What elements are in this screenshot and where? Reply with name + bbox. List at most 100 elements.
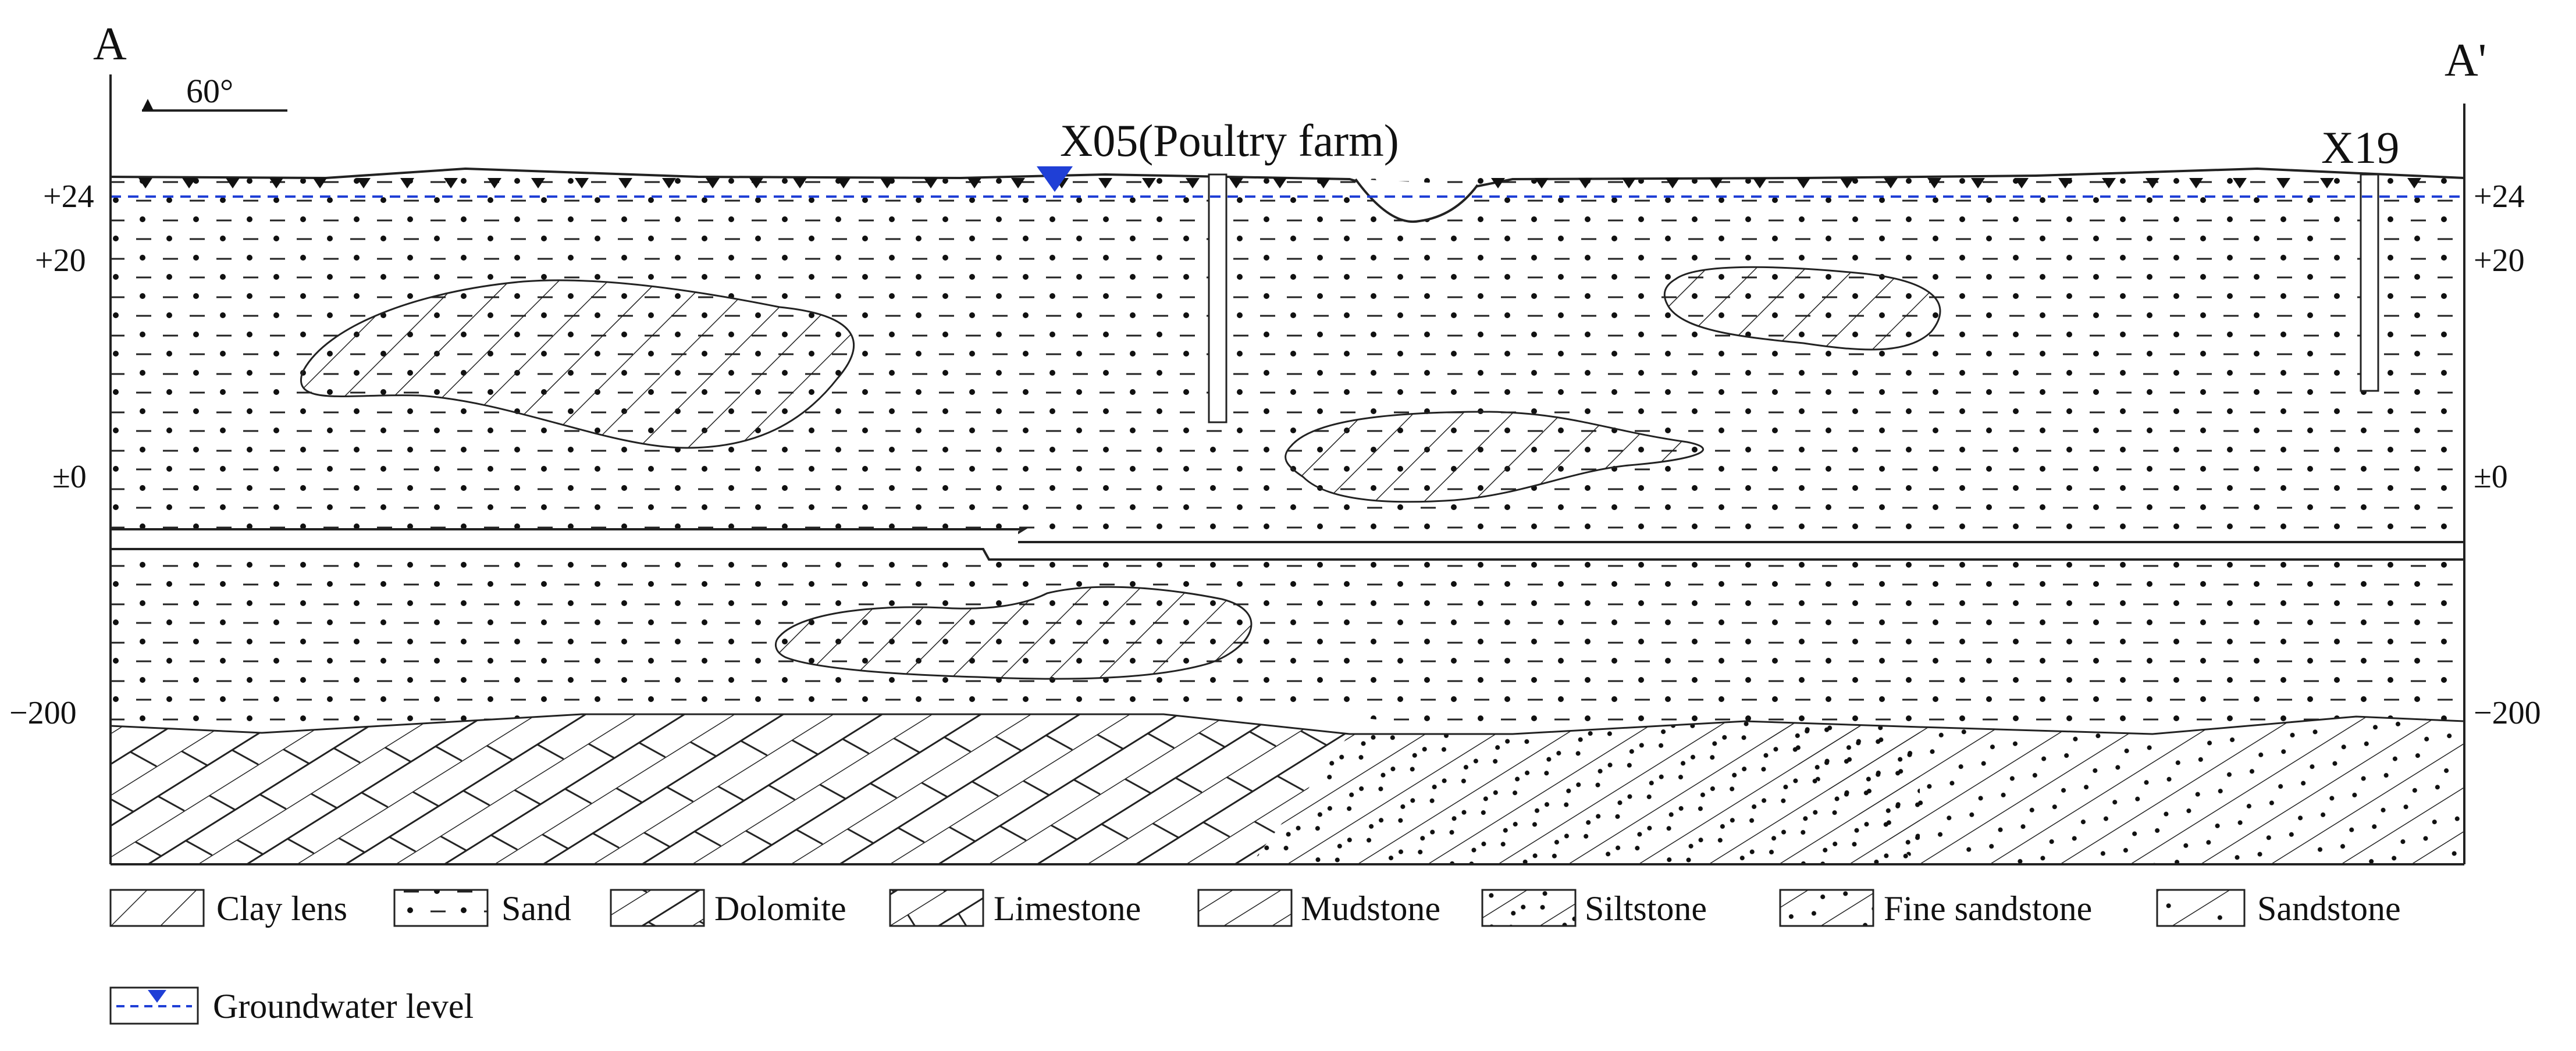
dip-label: 60° bbox=[186, 72, 233, 110]
surface-tick bbox=[967, 178, 981, 188]
aquitard-lower-line bbox=[111, 548, 2464, 561]
surface-tick bbox=[1927, 178, 1941, 188]
surface-tick bbox=[488, 178, 501, 188]
surface-tick bbox=[662, 178, 676, 188]
surface-tick bbox=[837, 178, 851, 188]
clay-lens bbox=[300, 279, 855, 449]
surface-tick bbox=[1098, 178, 1112, 188]
surface-tick bbox=[1884, 178, 1898, 188]
dip-symbol-tick bbox=[142, 99, 154, 111]
legend-label-siltstone: Siltstone bbox=[1585, 889, 1707, 928]
dolomite-bedrock bbox=[111, 714, 1350, 864]
legend-swatch-limestone bbox=[889, 889, 984, 927]
elevation-right-plus24: +24 bbox=[2474, 179, 2525, 215]
surface-tick bbox=[575, 178, 589, 188]
surface-tick bbox=[1011, 178, 1025, 188]
surface-tick bbox=[1491, 178, 1505, 188]
surface-tick bbox=[2015, 178, 2029, 188]
surface-tick bbox=[531, 178, 545, 188]
surface-tick bbox=[1229, 178, 1243, 188]
surface-tick bbox=[226, 178, 240, 188]
well-label-x05: X05(Poultry farm) bbox=[1060, 115, 1399, 166]
elevation-right-minus200: −200 bbox=[2474, 695, 2541, 731]
surface-tick bbox=[357, 178, 371, 188]
surface-tick bbox=[749, 178, 763, 188]
legend-swatch-siltstone bbox=[1481, 889, 1577, 927]
surface-tick bbox=[2276, 178, 2290, 188]
legend-swatch-sand bbox=[393, 889, 489, 927]
surface-tick bbox=[2058, 178, 2072, 188]
elevation-left-minus200: −200 bbox=[9, 695, 77, 731]
elevation-left-zero: ±0 bbox=[52, 459, 87, 495]
surface-tick bbox=[1971, 178, 1985, 188]
legend-swatch-mudstone bbox=[1197, 889, 1293, 927]
surface-tick bbox=[618, 178, 632, 188]
surface-tick bbox=[1578, 178, 1592, 188]
surface-tick bbox=[880, 178, 894, 188]
legend-label-limestone: Limestone bbox=[994, 889, 1141, 928]
surface-tick bbox=[924, 178, 938, 188]
legend-label-clay-lens: Clay lens bbox=[216, 889, 347, 928]
clay-lens bbox=[774, 586, 1253, 680]
surface-tick bbox=[1666, 178, 1680, 188]
surface-tick bbox=[138, 178, 152, 188]
borehole-x05 bbox=[1208, 173, 1227, 423]
surface-tick bbox=[793, 178, 807, 188]
surface-tick bbox=[313, 178, 327, 188]
surface-tick bbox=[2407, 178, 2421, 188]
clay-lens bbox=[1663, 266, 1941, 351]
aquitard-gap-right bbox=[1012, 543, 2464, 558]
aquitard-gap bbox=[111, 530, 1018, 548]
legend: Clay lens Sand Dolomite Limestone Mudsto… bbox=[109, 889, 2401, 1025]
surface-tick bbox=[1317, 178, 1330, 188]
upper-sand-layer bbox=[111, 169, 2464, 542]
legend-label-sand: Sand bbox=[501, 889, 571, 928]
elevation-left-plus24: +24 bbox=[43, 179, 94, 215]
surface-tick bbox=[2146, 178, 2159, 188]
section-end-a: A bbox=[93, 19, 127, 70]
surface-tick bbox=[706, 178, 720, 188]
groundwater-level-marker bbox=[1037, 166, 1073, 192]
legend-swatch-sandstone bbox=[2156, 889, 2246, 927]
legend-label-sandstone: Sandstone bbox=[2257, 889, 2401, 928]
lower-sand-layer bbox=[111, 549, 2464, 734]
legend-swatch-clay-lens bbox=[109, 889, 205, 927]
bedrock-top-line bbox=[110, 713, 2465, 735]
surface-tick bbox=[2320, 178, 2334, 188]
surface-tick bbox=[1709, 178, 1723, 188]
surface-tick bbox=[1186, 178, 1200, 188]
legend-label-fine-sandstone: Fine sandstone bbox=[1884, 889, 2092, 928]
fine-sandstone-bedrock bbox=[1745, 717, 2464, 864]
surface-tick bbox=[1142, 178, 1156, 188]
surface-tick bbox=[1535, 178, 1549, 188]
sandstone-bedrock bbox=[1251, 721, 1920, 864]
well-label-x19: X19 bbox=[2321, 122, 2399, 173]
surface-tick bbox=[2189, 178, 2203, 188]
surface-tick bbox=[2102, 178, 2116, 188]
surface-tick bbox=[2233, 178, 2247, 188]
surface-tick bbox=[1840, 178, 1854, 188]
surface-tick bbox=[444, 178, 458, 188]
surface-tick bbox=[400, 178, 414, 188]
elevation-right-zero: ±0 bbox=[2474, 459, 2508, 495]
surface-tick bbox=[182, 178, 196, 188]
legend-groundwater-marker bbox=[148, 990, 166, 1003]
legend-label-groundwater-level: Groundwater level bbox=[213, 987, 474, 1025]
clay-lens bbox=[1285, 411, 1705, 503]
section-end-a-prime: A' bbox=[2445, 35, 2486, 86]
surface-tick bbox=[1753, 178, 1767, 188]
ground-surface-ticks bbox=[138, 178, 2421, 188]
surface-tick bbox=[1796, 178, 1810, 188]
legend-label-mudstone: Mudstone bbox=[1301, 889, 1440, 928]
borehole-x19 bbox=[2360, 173, 2379, 392]
elevation-left-plus20: +20 bbox=[35, 243, 86, 279]
surface-depression bbox=[1354, 178, 1479, 223]
legend-swatch-fine-sandstone bbox=[1779, 889, 1874, 927]
legend-swatch-dolomite bbox=[610, 889, 705, 927]
surface-tick bbox=[269, 178, 283, 188]
surface-tick bbox=[1622, 178, 1636, 188]
surface-tick bbox=[1273, 178, 1287, 188]
legend-label-dolomite: Dolomite bbox=[714, 889, 846, 928]
elevation-right-plus20: +20 bbox=[2474, 243, 2525, 279]
